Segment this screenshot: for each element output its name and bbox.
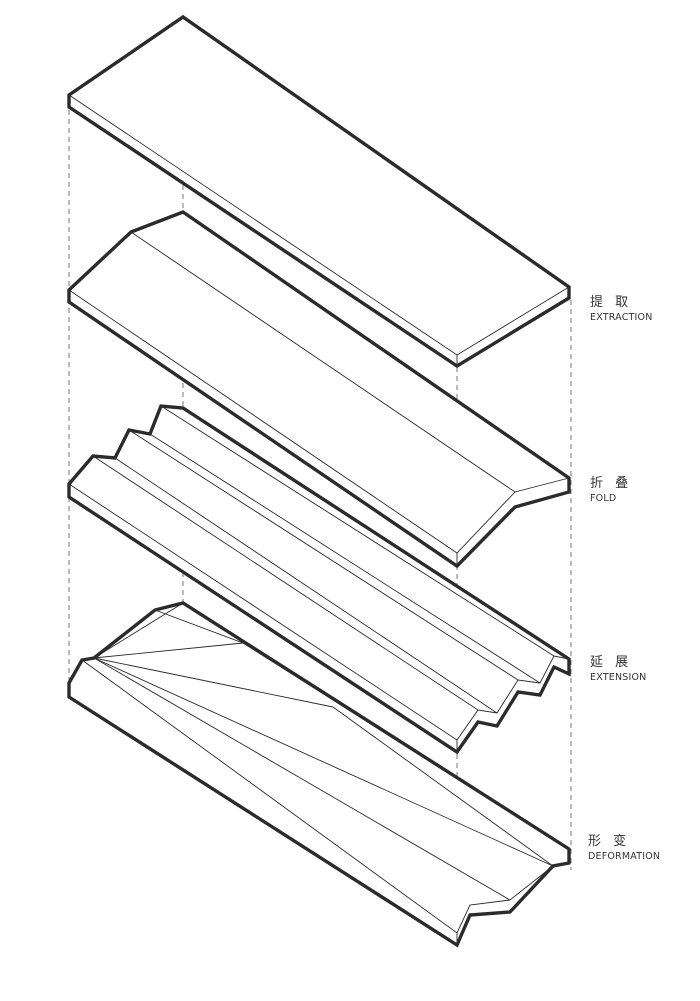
label-extension-en: EXTENSION (590, 672, 647, 683)
layer-extension (67, 404, 571, 755)
label-extraction-en: EXTRACTION (590, 312, 653, 323)
label-deformation-zh: 形 变 (588, 834, 631, 849)
layer-extraction (67, 14, 571, 369)
label-extension: 延 展 EXTENSION (590, 655, 646, 684)
layer-deformation (67, 601, 571, 948)
label-extraction: 提 取 EXTRACTION (590, 295, 653, 324)
label-fold-en: FOLD (590, 493, 617, 504)
label-fold-zh: 折 叠 (590, 476, 633, 491)
label-extension-zh: 延 展 (590, 655, 633, 670)
label-fold: 折 叠 FOLD (590, 476, 632, 505)
label-deformation: 形 变 DEFORMATION (588, 834, 660, 863)
layer-fold (67, 210, 571, 569)
label-deformation-en: DEFORMATION (588, 851, 661, 862)
label-extraction-zh: 提 取 (590, 295, 633, 310)
